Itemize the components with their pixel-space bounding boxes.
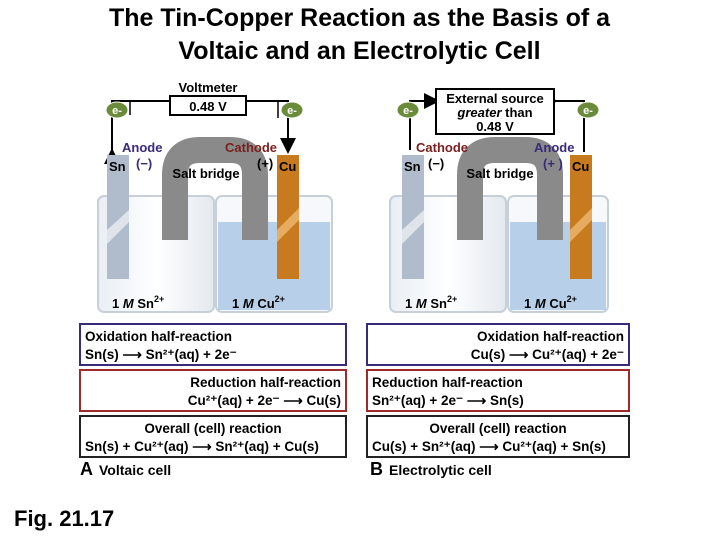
right-ion-charge-b: 2+	[567, 294, 577, 304]
reduction-box-b: Reduction half-reaction Sn²⁺(aq) + 2e⁻ ⟶…	[366, 369, 630, 412]
panel-letter-a: A	[80, 459, 93, 479]
tin-shine-b	[402, 210, 424, 244]
copper-electrode-a	[277, 155, 299, 279]
source-line-1: External source	[446, 91, 544, 106]
panel-label-a: A Voltaic cell	[80, 459, 171, 480]
title-line-1: The Tin-Copper Reaction as the Basis of …	[108, 4, 611, 32]
right-conc-unit-b: M	[535, 296, 547, 311]
overall-title-b: Overall (cell) reaction	[429, 421, 567, 436]
figure-label: Fig. 21.17	[14, 506, 115, 531]
wire-right-b	[542, 93, 585, 152]
left-conc-unit-b: M	[416, 296, 428, 311]
tin-electrode-b	[402, 155, 424, 279]
tin-label-b: Sn	[404, 159, 421, 174]
overall-box-b: Overall (cell) reaction Cu(s) + Sn²⁺(aq)…	[366, 415, 630, 458]
right-ion-b: Cu	[549, 296, 566, 311]
electron-badge-right-a	[280, 101, 304, 119]
right-solution-label-a: 1 M Cu2+	[232, 294, 285, 311]
panel-label-b: B Electrolytic cell	[370, 459, 492, 480]
tin-label-a: Sn	[109, 159, 126, 174]
cathode-label-a: Cathode	[225, 140, 277, 155]
copper-shine-b	[570, 208, 592, 242]
copper-shine-a	[277, 208, 299, 242]
reduction-title-a: Reduction half-reaction	[190, 375, 341, 390]
voltaic-cell: Voltmeter 0.48 V e- e- Salt bridge Sn Cu…	[97, 80, 333, 313]
reduction-eq-a: Cu²⁺(aq) + 2e⁻ ⟶ Cu(s)	[187, 393, 341, 408]
overall-box-a: Overall (cell) reaction Sn(s) + Cu²⁺(aq)…	[79, 415, 347, 458]
left-conc-a: 1	[112, 296, 119, 311]
external-source-box	[435, 88, 555, 135]
left-conc-unit-a: M	[123, 296, 135, 311]
anode-sign-b: (+ )	[543, 156, 563, 171]
copper-label-b: Cu	[572, 159, 589, 174]
voltmeter-label: Voltmeter	[179, 80, 238, 95]
electron-badge-right-b	[576, 101, 600, 119]
solution-right-a	[218, 222, 330, 310]
salt-bridge-a	[162, 137, 268, 240]
left-conc-b: 1	[405, 296, 412, 311]
electrolytic-cell: External source greater than 0.48 V e- e…	[389, 88, 609, 313]
copper-label-a: Cu	[279, 159, 296, 174]
anode-label-b: Anode	[534, 140, 574, 155]
source-line-3: 0.48 V	[476, 119, 514, 134]
electron-badge-left-b	[396, 101, 420, 119]
reduction-eq-b: Sn²⁺(aq) + 2e⁻ ⟶ Sn(s)	[372, 393, 524, 408]
right-ion-a: Cu	[257, 296, 274, 311]
left-ion-charge-a: 2+	[154, 294, 164, 304]
oxidation-title-a: Oxidation half-reaction	[85, 329, 233, 344]
salt-bridge-label-b: Salt bridge	[466, 166, 533, 181]
right-conc-b: 1	[524, 296, 531, 311]
oxidation-title-b: Oxidation half-reaction	[476, 329, 624, 344]
electron-label-left-a: e-	[112, 105, 122, 117]
anode-label-a: Anode	[122, 140, 162, 155]
oxidation-box-b: Oxidation half-reaction Cu(s) ⟶ Cu²⁺(aq)…	[366, 323, 630, 366]
left-ion-b: Sn	[430, 296, 447, 311]
electron-label-right-a: e-	[287, 105, 297, 117]
salt-bridge-b	[457, 137, 563, 240]
panel-name-b: Electrolytic cell	[389, 462, 492, 478]
tin-electrode-a	[107, 155, 129, 279]
electron-label-left-b: e-	[403, 105, 413, 117]
title-line-2: Voltaic and an Electrolytic Cell	[178, 37, 541, 65]
source-greater: greater	[456, 105, 502, 120]
wire-left-b	[409, 93, 440, 150]
reduction-title-b: Reduction half-reaction	[372, 375, 523, 390]
electron-label-right-b: e-	[583, 105, 593, 117]
voltmeter-value: 0.48 V	[189, 99, 227, 114]
left-solution-label-b: 1 M Sn2+	[405, 294, 457, 311]
panel-name-a: Voltaic cell	[99, 462, 172, 478]
wire-left-a	[104, 100, 170, 164]
salt-bridge-label-a: Salt bridge	[172, 166, 239, 181]
panel-letter-b: B	[370, 459, 383, 479]
oxidation-eq-b: Cu(s) ⟶ Cu²⁺(aq) + 2e⁻	[470, 347, 624, 362]
left-solution-label-a: 1 M Sn2+	[112, 294, 164, 311]
cathode-sign-a: (+)	[257, 156, 273, 171]
left-ion-a: Sn	[137, 296, 154, 311]
copper-electrode-b	[570, 155, 592, 279]
cathode-sign-b: (−)	[428, 156, 444, 171]
cathode-label-b: Cathode	[416, 140, 468, 155]
reduction-box-a: Reduction half-reaction Cu²⁺(aq) + 2e⁻ ⟶…	[79, 369, 347, 412]
anode-sign-a: (−)	[136, 156, 152, 171]
voltmeter-box	[169, 95, 247, 116]
wire-right-a	[246, 100, 296, 154]
left-ion-charge-b: 2+	[447, 294, 457, 304]
right-solution-label-b: 1 M Cu2+	[524, 294, 577, 311]
right-ion-charge-a: 2+	[275, 294, 285, 304]
right-conc-a: 1	[232, 296, 239, 311]
electron-badge-left-a	[105, 101, 129, 119]
oxidation-eq-a: Sn(s) ⟶ Sn²⁺(aq) + 2e⁻	[85, 347, 237, 362]
oxidation-box-a: Oxidation half-reaction Sn(s) ⟶ Sn²⁺(aq)…	[79, 323, 347, 366]
right-conc-unit-a: M	[243, 296, 255, 311]
overall-eq-b: Cu(s) + Sn²⁺(aq) ⟶ Cu²⁺(aq) + Sn(s)	[372, 439, 606, 454]
overall-eq-a: Sn(s) + Cu²⁺(aq) ⟶ Sn²⁺(aq) + Cu(s)	[85, 439, 319, 454]
overall-title-a: Overall (cell) reaction	[144, 421, 282, 436]
source-line-2: greater than	[456, 105, 532, 120]
tin-shine-a	[107, 210, 129, 244]
source-than: than	[505, 105, 533, 120]
